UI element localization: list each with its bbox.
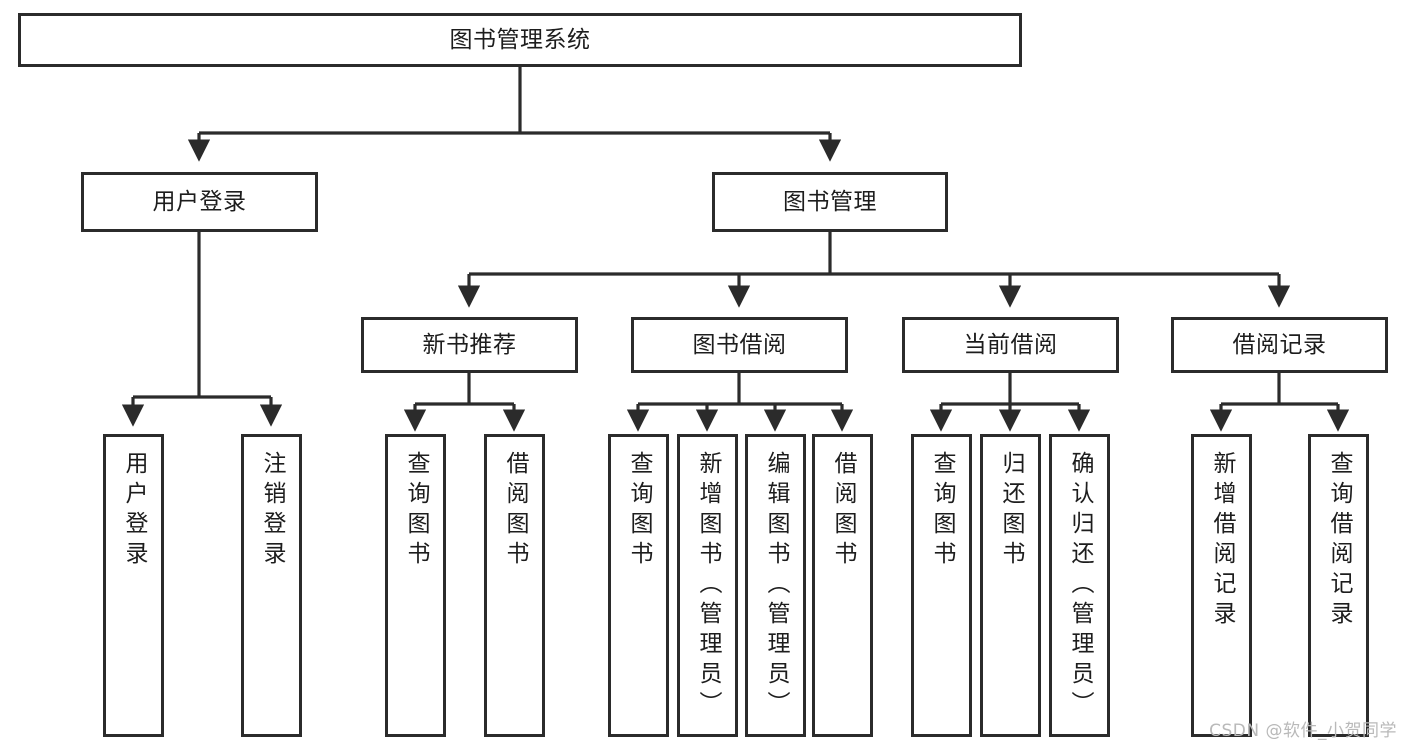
leaf-query-book-1[interactable]: 查询图书	[385, 434, 446, 737]
leaf-confirm-return[interactable]: 确认归还（管理员）	[1049, 434, 1110, 737]
leaf-query-book-2-label: 查询图书	[626, 451, 652, 571]
node-borrow-record[interactable]: 借阅记录	[1171, 317, 1388, 373]
node-root[interactable]: 图书管理系统	[18, 13, 1022, 67]
node-book-borrow-label: 图书借阅	[692, 331, 787, 358]
leaf-query-book-1-label: 查询图书	[403, 451, 429, 571]
node-root-label: 图书管理系统	[449, 26, 591, 53]
node-current-borrow[interactable]: 当前借阅	[902, 317, 1119, 373]
node-current-borrow-label: 当前借阅	[963, 331, 1058, 358]
node-new-book-recommend[interactable]: 新书推荐	[361, 317, 578, 373]
leaf-add-book[interactable]: 新增图书（管理员）	[677, 434, 738, 737]
node-book-borrow[interactable]: 图书借阅	[631, 317, 848, 373]
leaf-return-book-label: 归还图书	[998, 451, 1024, 571]
leaf-borrow-book-2-label: 借阅图书	[830, 451, 856, 571]
node-book-manage-label: 图书管理	[783, 188, 877, 215]
node-user-login-label: 用户登录	[152, 188, 247, 215]
leaf-query-book-3-label: 查询图书	[929, 451, 955, 571]
leaf-query-book-2[interactable]: 查询图书	[608, 434, 669, 737]
watermark-text: CSDN @软件_小贺同学	[1209, 721, 1397, 741]
leaf-borrow-book-1[interactable]: 借阅图书	[484, 434, 545, 737]
node-user-login[interactable]: 用户登录	[81, 172, 318, 232]
leaf-edit-book-label: 编辑图书（管理员）	[763, 451, 789, 721]
leaf-user-login-label: 用户登录	[121, 451, 147, 571]
node-new-book-recommend-label: 新书推荐	[422, 331, 517, 358]
leaf-add-record[interactable]: 新增借阅记录	[1191, 434, 1252, 737]
leaf-user-login[interactable]: 用户登录	[103, 434, 164, 737]
leaf-borrow-book-1-label: 借阅图书	[502, 451, 528, 571]
leaf-query-book-3[interactable]: 查询图书	[911, 434, 972, 737]
leaf-query-record-label: 查询借阅记录	[1326, 451, 1352, 631]
leaf-confirm-return-label: 确认归还（管理员）	[1067, 451, 1093, 721]
leaf-add-book-label: 新增图书（管理员）	[695, 451, 721, 721]
node-borrow-record-label: 借阅记录	[1232, 331, 1327, 358]
leaf-query-record[interactable]: 查询借阅记录	[1308, 434, 1369, 737]
leaf-user-logout-label: 注销登录	[259, 451, 285, 571]
node-book-manage[interactable]: 图书管理	[712, 172, 948, 232]
leaf-return-book[interactable]: 归还图书	[980, 434, 1041, 737]
leaf-borrow-book-2[interactable]: 借阅图书	[812, 434, 873, 737]
leaf-user-logout[interactable]: 注销登录	[241, 434, 302, 737]
leaf-edit-book[interactable]: 编辑图书（管理员）	[745, 434, 806, 737]
leaf-add-record-label: 新增借阅记录	[1209, 451, 1235, 631]
